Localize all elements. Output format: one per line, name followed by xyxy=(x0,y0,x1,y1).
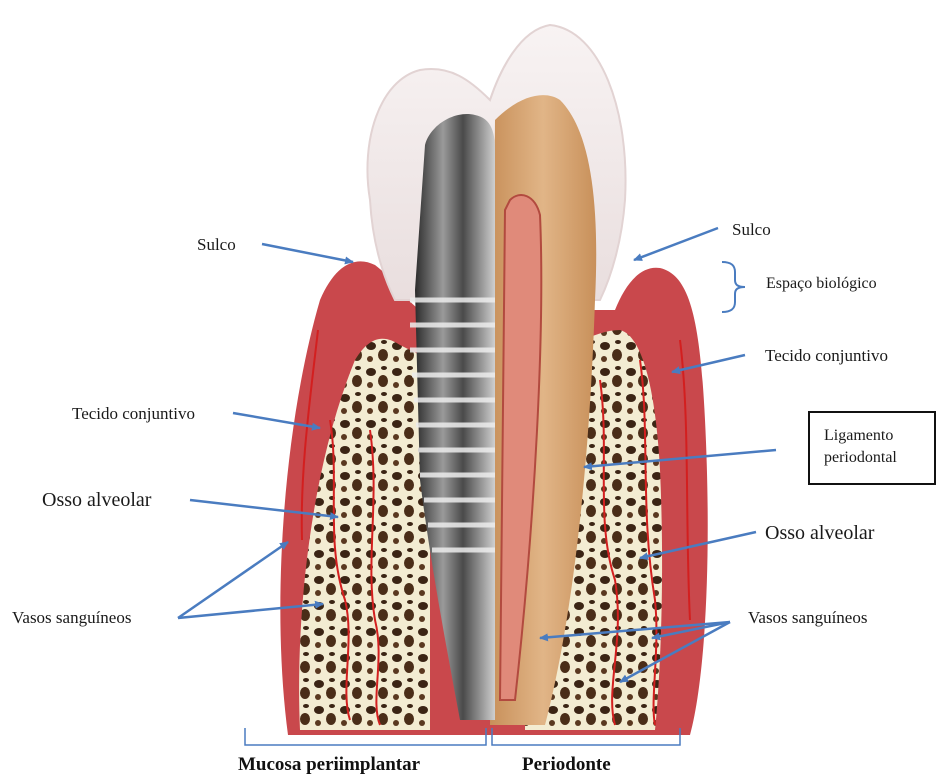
label-vasos-right: Vasos sanguíneos xyxy=(748,609,867,626)
arrow-vasos-left-a xyxy=(178,542,288,618)
label-osso-alveolar-right: Osso alveolar xyxy=(765,523,874,543)
arrow-sulco-right xyxy=(634,228,718,260)
arrow-sulco-left xyxy=(262,244,353,262)
label-mucosa-periimplantar: Mucosa periimplantar xyxy=(238,754,420,776)
label-osso-alveolar-left: Osso alveolar xyxy=(42,490,151,510)
label-ligamento-line2: periodontal xyxy=(824,447,934,469)
label-espaco-biologico: Espaço biológico xyxy=(766,276,877,292)
label-ligamento-line1: Ligamento xyxy=(824,425,934,447)
label-periodonto: Periodonte xyxy=(522,754,611,776)
label-tecido-conjuntivo-right: Tecido conjuntivo xyxy=(765,347,888,364)
ligamento-periodontal-box: Ligamento periodontal xyxy=(808,411,936,485)
label-sulco-right: Sulco xyxy=(732,221,771,238)
label-tecido-conjuntivo-left: Tecido conjuntivo xyxy=(72,405,195,422)
label-sulco-left: Sulco xyxy=(197,236,236,253)
label-vasos-left: Vasos sanguíneos xyxy=(12,609,131,626)
espaco-biologico-bracket xyxy=(722,262,745,312)
